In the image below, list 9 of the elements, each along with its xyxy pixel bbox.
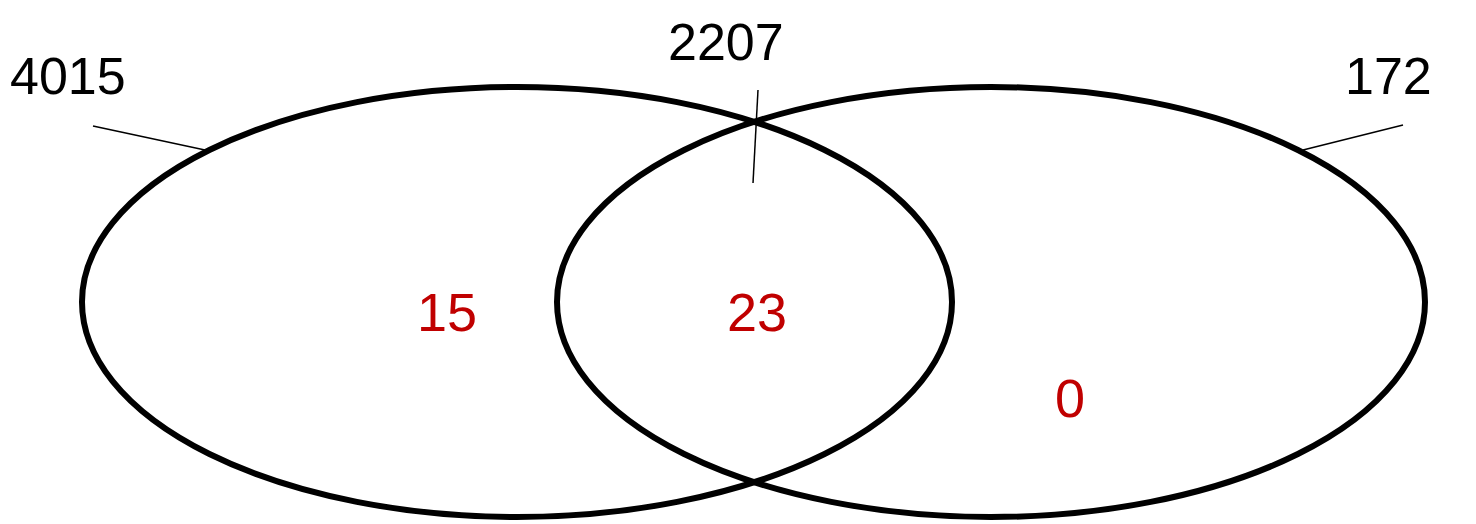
count-label: 2207 xyxy=(668,16,784,68)
region-count: 0 xyxy=(1055,371,1085,425)
leader-line xyxy=(92,125,206,151)
count-label: 4015 xyxy=(10,50,126,102)
region-count: 15 xyxy=(416,285,478,339)
leader-line xyxy=(1302,124,1404,151)
region-count: 23 xyxy=(726,285,788,339)
leader-line xyxy=(752,89,759,184)
count-label: 172 xyxy=(1345,50,1432,102)
